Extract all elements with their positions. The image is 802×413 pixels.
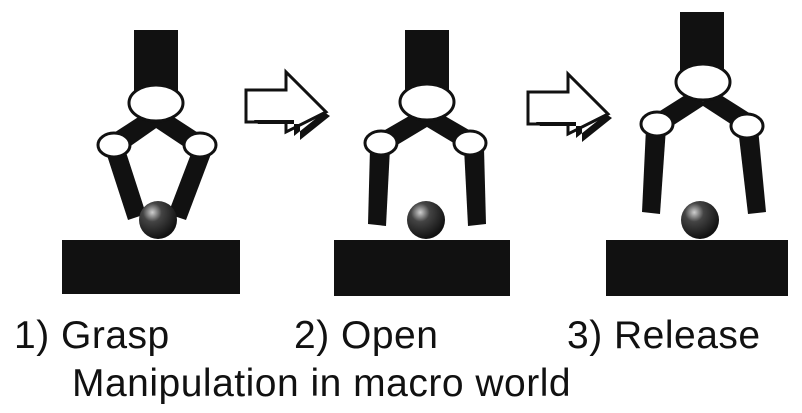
step-label-release: 3) Release — [567, 314, 761, 357]
step-release-figure — [606, 12, 788, 296]
diagram-caption: Manipulation in macro world — [72, 362, 572, 405]
gripper-left-finger — [368, 148, 390, 226]
gripper-left-joint — [639, 110, 675, 138]
gripper-left-joint — [363, 129, 399, 157]
arrow-right-icon — [244, 68, 330, 140]
gripper-main-joint — [398, 82, 456, 122]
gripper-shaft — [405, 30, 449, 92]
gripper-right-joint — [729, 112, 765, 140]
gripper-shaft — [134, 30, 178, 92]
gripper-right-joint — [452, 129, 488, 157]
step-grasp-figure — [62, 30, 240, 294]
ball — [407, 201, 445, 239]
table-block — [334, 240, 510, 296]
step-label-open: 2) Open — [294, 314, 439, 357]
gripper-main-joint — [674, 62, 732, 102]
gripper-right-finger — [168, 146, 214, 220]
gripper-left-finger — [642, 128, 666, 214]
table-block — [62, 240, 240, 294]
ball — [139, 201, 177, 239]
gripper-main-joint — [127, 83, 185, 123]
arrow-right-icon — [526, 70, 612, 142]
gripper-right-finger — [464, 148, 486, 226]
gripper-left-finger — [104, 146, 146, 220]
table-block — [606, 240, 788, 296]
gripper-left-joint — [96, 131, 132, 159]
step-label-grasp: 1) Grasp — [14, 314, 170, 357]
step-open-figure — [334, 30, 510, 296]
gripper-right-joint — [182, 131, 218, 159]
gripper-right-finger — [738, 128, 766, 214]
ball — [681, 201, 719, 239]
